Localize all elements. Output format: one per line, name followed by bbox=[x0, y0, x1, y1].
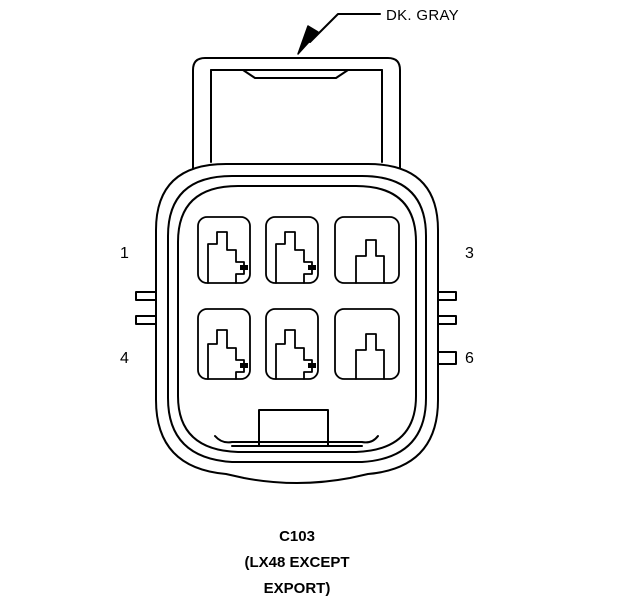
cavity-pin-4 bbox=[197, 308, 251, 380]
cavity-pin-2 bbox=[265, 216, 319, 284]
connector-inner-rim bbox=[167, 175, 427, 463]
cavity-pin-1 bbox=[197, 216, 251, 284]
cavity-pin-3 bbox=[334, 216, 400, 284]
pin-number-6: 6 bbox=[465, 350, 474, 367]
connector-face bbox=[177, 185, 417, 453]
terminal-cavities bbox=[197, 216, 400, 380]
color-leader-arrow bbox=[297, 13, 381, 55]
pin-number-3: 3 bbox=[465, 245, 474, 262]
pin-number-1: 1 bbox=[120, 245, 129, 262]
connector-key bbox=[214, 409, 379, 447]
connector-variant-line-2: EXPORT) bbox=[263, 580, 331, 597]
side-rib-right bbox=[437, 291, 457, 365]
connector-caption: C103 (LX48 EXCEPT EXPORT) bbox=[212, 524, 382, 602]
side-rib-left bbox=[135, 291, 157, 325]
connector-outer-body bbox=[155, 163, 439, 484]
wire-color-label: DK. GRAY bbox=[386, 7, 459, 24]
connector-id: C103 bbox=[279, 528, 315, 545]
connector-latch bbox=[192, 57, 401, 169]
pin-number-4: 4 bbox=[120, 350, 129, 367]
cavity-pin-5 bbox=[265, 308, 319, 380]
cavity-pin-6 bbox=[334, 308, 400, 380]
connector-variant-line-1: (LX48 EXCEPT bbox=[244, 554, 350, 571]
